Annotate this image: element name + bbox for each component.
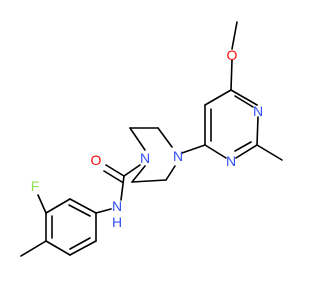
bond-ar-c1-c2-inner <box>68 204 91 217</box>
bond-ar-methyl <box>20 240 47 257</box>
bond-ar-c5-c6-inner <box>69 237 91 250</box>
atom-methoxy-oxygen: O <box>227 47 238 63</box>
bond-pyr-c5-c6 <box>204 89 232 106</box>
bond-ar-c4-c5 <box>45 240 71 256</box>
atom-pyrimidine-nitrogen-1: N <box>253 103 263 119</box>
atom-piperazine-nitrogen-2: N <box>140 150 150 166</box>
bond-carbonyl-c-o <box>105 164 125 177</box>
bond-pyr-n1-c2 <box>256 116 259 146</box>
bonds <box>20 21 283 257</box>
bond-o-pyrimidine <box>230 59 233 91</box>
bond-pyr-n3-c4 <box>204 144 227 159</box>
bond-nh-aryl <box>95 208 112 214</box>
bond-pyr-c6-n1 <box>230 89 258 106</box>
bond-c2-methyl <box>256 144 283 161</box>
bond-pyr-c2-n3 <box>235 144 258 159</box>
bond-ar-c2-c3 <box>45 198 71 214</box>
atom-fluorine: F <box>31 178 40 194</box>
bond-pyr-c2-n3-double <box>234 141 252 152</box>
bond-c4-piperazine-n <box>181 144 206 154</box>
bond-pip-n1-c <box>157 127 173 148</box>
molecule-structure-diagram: O N N N N O N H F <box>20 21 283 257</box>
atom-amide-hydrogen: H <box>112 214 122 230</box>
atom-piperazine-nitrogen-1: N <box>173 148 183 164</box>
bond-carbonyl-c-nh <box>120 175 125 201</box>
bond-n2-carbonyl-c <box>123 164 141 177</box>
bond-ar-c5-c6 <box>69 240 97 256</box>
atom-labels: O N N N N O N H F <box>31 47 263 230</box>
atom-carbonyl-oxygen: O <box>91 152 102 168</box>
bond-methyl-o <box>231 21 238 50</box>
bond-pip-c-n1-lower <box>165 165 176 181</box>
bond-ar-fluorine <box>37 194 47 214</box>
bond-pyr-c6-n1-double <box>234 95 254 108</box>
atom-amide-nitrogen: N <box>112 198 122 214</box>
bond-pip-n2-c-lower <box>131 165 146 183</box>
bond-pip-c-c-bottom <box>131 179 167 183</box>
bond-ar-c1-c2 <box>69 198 97 214</box>
bond-pip-c-n2-upper <box>129 127 146 151</box>
bond-carbonyl-c-o-double <box>103 170 123 183</box>
atom-pyrimidine-nitrogen-2: N <box>226 153 236 169</box>
